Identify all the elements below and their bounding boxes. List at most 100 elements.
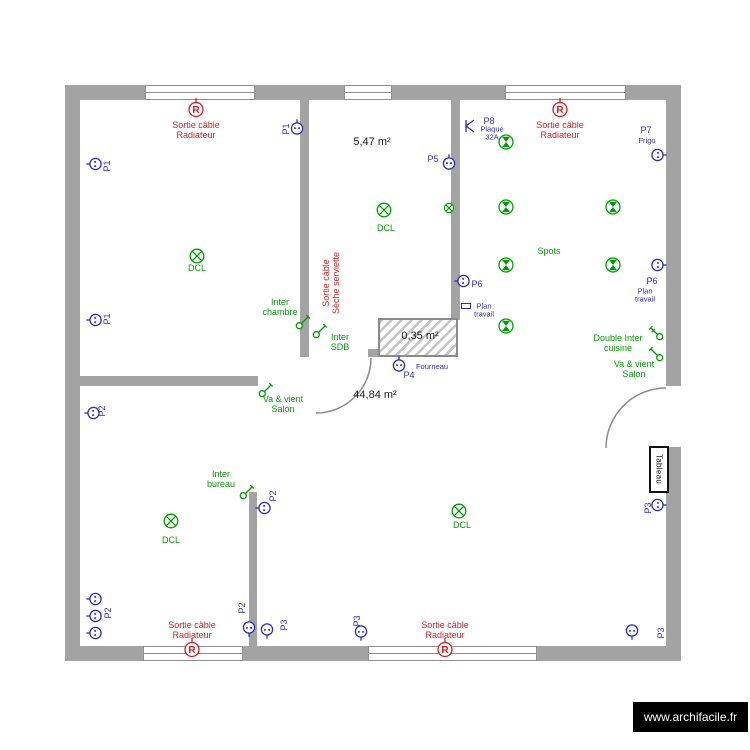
plan-label: P1 bbox=[101, 160, 112, 172]
plan-label: Spots bbox=[537, 245, 561, 256]
plan-label: P2 bbox=[96, 405, 107, 417]
plan-label: Double Inter cuisine bbox=[593, 332, 643, 353]
plan-label: DCL bbox=[376, 222, 396, 233]
dcl-symbol[interactable] bbox=[162, 512, 181, 531]
plan-label: Sortie câble Radiateur bbox=[168, 619, 216, 640]
spot-symbol[interactable] bbox=[497, 133, 515, 151]
plan-label: P1 bbox=[280, 123, 291, 135]
electrical-panel[interactable]: Tableau bbox=[649, 446, 669, 493]
window bbox=[344, 85, 392, 100]
outlet-symbol[interactable] bbox=[454, 273, 471, 290]
radiator-symbol[interactable]: R bbox=[436, 638, 455, 659]
outlet-symbol[interactable] bbox=[86, 591, 103, 608]
outlet-symbol[interactable] bbox=[255, 500, 272, 517]
spot-symbol[interactable] bbox=[604, 198, 622, 216]
switch-symbol[interactable] bbox=[295, 314, 312, 331]
switch-symbol[interactable] bbox=[239, 484, 256, 501]
plan-label: P2 bbox=[102, 607, 113, 619]
outlet-symbol[interactable] bbox=[86, 608, 103, 625]
radiator-symbol[interactable]: R bbox=[187, 98, 206, 119]
plan-label: P5 bbox=[427, 153, 439, 164]
applique-symbol[interactable] bbox=[443, 202, 456, 215]
dcl-symbol[interactable] bbox=[188, 247, 207, 266]
window-pane bbox=[506, 92, 625, 93]
svg-text:R: R bbox=[441, 645, 449, 656]
plan-label: P2 bbox=[267, 490, 278, 502]
radiator-symbol[interactable]: R bbox=[551, 98, 570, 119]
wall-office bbox=[249, 492, 257, 646]
outlet-symbol[interactable] bbox=[84, 405, 101, 422]
svg-text:R: R bbox=[556, 105, 564, 116]
svg-text:R: R bbox=[192, 105, 200, 116]
wall-outer-left bbox=[65, 85, 80, 661]
outlet-symbol[interactable] bbox=[391, 356, 408, 373]
plan-label: Inter SDB bbox=[330, 331, 350, 352]
dcl-symbol[interactable] bbox=[375, 201, 394, 220]
plaque-symbol[interactable] bbox=[463, 119, 478, 134]
plan-label: Frigo bbox=[638, 135, 656, 145]
plan-label: Sortie câble Radiateur bbox=[172, 119, 220, 140]
wall-kitchen-divider bbox=[451, 100, 460, 320]
plan-label: P6 bbox=[471, 278, 483, 289]
plan-label: 44,84 m² bbox=[353, 388, 397, 401]
plan-label: Plan travail bbox=[634, 286, 656, 304]
plan-label: P3 bbox=[278, 619, 289, 631]
outlet-symbol[interactable] bbox=[441, 154, 458, 171]
wall-outer-right bbox=[666, 85, 681, 661]
plan-label: P6 bbox=[646, 275, 658, 286]
spot-symbol[interactable] bbox=[604, 256, 622, 274]
spot-symbol[interactable] bbox=[497, 198, 515, 216]
plan-label: P1 bbox=[101, 313, 112, 325]
outlet-symbol[interactable] bbox=[353, 625, 370, 642]
worktop-symbol[interactable] bbox=[461, 302, 472, 311]
switch-symbol[interactable] bbox=[648, 346, 665, 363]
duct-shaft bbox=[378, 318, 458, 357]
plan-label: Plaque 32A bbox=[480, 124, 504, 142]
plan-label: P4 bbox=[403, 369, 415, 380]
plan-label: P7 bbox=[640, 124, 652, 135]
plan-label: Sortie câble Radiateur bbox=[421, 619, 469, 640]
wall-bathroom-left bbox=[300, 100, 309, 357]
outlet-symbol[interactable] bbox=[259, 623, 276, 640]
switch2-symbol[interactable] bbox=[648, 325, 665, 342]
outlet-symbol[interactable] bbox=[624, 624, 641, 641]
plan-label: Sortie câble Radiateur bbox=[536, 119, 584, 140]
outlet-symbol[interactable] bbox=[651, 257, 668, 274]
outlet-symbol[interactable] bbox=[651, 497, 668, 514]
plan-label: DCL bbox=[161, 534, 181, 545]
switch-symbol[interactable] bbox=[258, 382, 275, 399]
outlet-symbol[interactable] bbox=[86, 156, 103, 173]
wall-bedroom-bottom bbox=[80, 376, 258, 386]
spot-symbol[interactable] bbox=[497, 256, 515, 274]
door-arc-bathroom bbox=[315, 357, 372, 414]
window-pane bbox=[345, 92, 391, 93]
outlet-symbol[interactable] bbox=[86, 312, 103, 329]
spot-symbol[interactable] bbox=[497, 317, 515, 335]
outlet-symbol[interactable] bbox=[651, 147, 668, 164]
plan-label: 5,47 m² bbox=[353, 135, 391, 148]
plan-label: Inter bureau bbox=[206, 468, 236, 489]
plan-label: DCL bbox=[452, 519, 472, 530]
plan-label: P2 bbox=[236, 602, 247, 614]
outlet-symbol[interactable] bbox=[86, 625, 103, 642]
plan-label: 0,35 m² bbox=[401, 329, 439, 342]
wall-stub bbox=[368, 349, 378, 357]
window bbox=[505, 85, 626, 100]
plan-label: P3 bbox=[351, 615, 362, 627]
window bbox=[145, 85, 255, 100]
switch-symbol[interactable] bbox=[312, 323, 329, 340]
window-pane bbox=[146, 92, 254, 93]
plan-label: Inter chambre bbox=[262, 296, 298, 317]
svg-text:R: R bbox=[188, 645, 196, 656]
plan-label: Plan travail bbox=[473, 301, 495, 319]
watermark-link[interactable]: www.archifacile.fr bbox=[633, 702, 748, 732]
plan-label: P3 bbox=[642, 502, 653, 514]
plan-label: Va & vient Salon bbox=[262, 393, 304, 414]
door-opening bbox=[666, 386, 681, 447]
radiator-symbol[interactable]: R bbox=[183, 638, 202, 659]
dcl-symbol[interactable] bbox=[450, 502, 469, 521]
outlet-symbol[interactable] bbox=[241, 621, 258, 638]
watermark-text: www.archifacile.fr bbox=[643, 710, 738, 724]
outlet-symbol[interactable] bbox=[289, 119, 306, 136]
